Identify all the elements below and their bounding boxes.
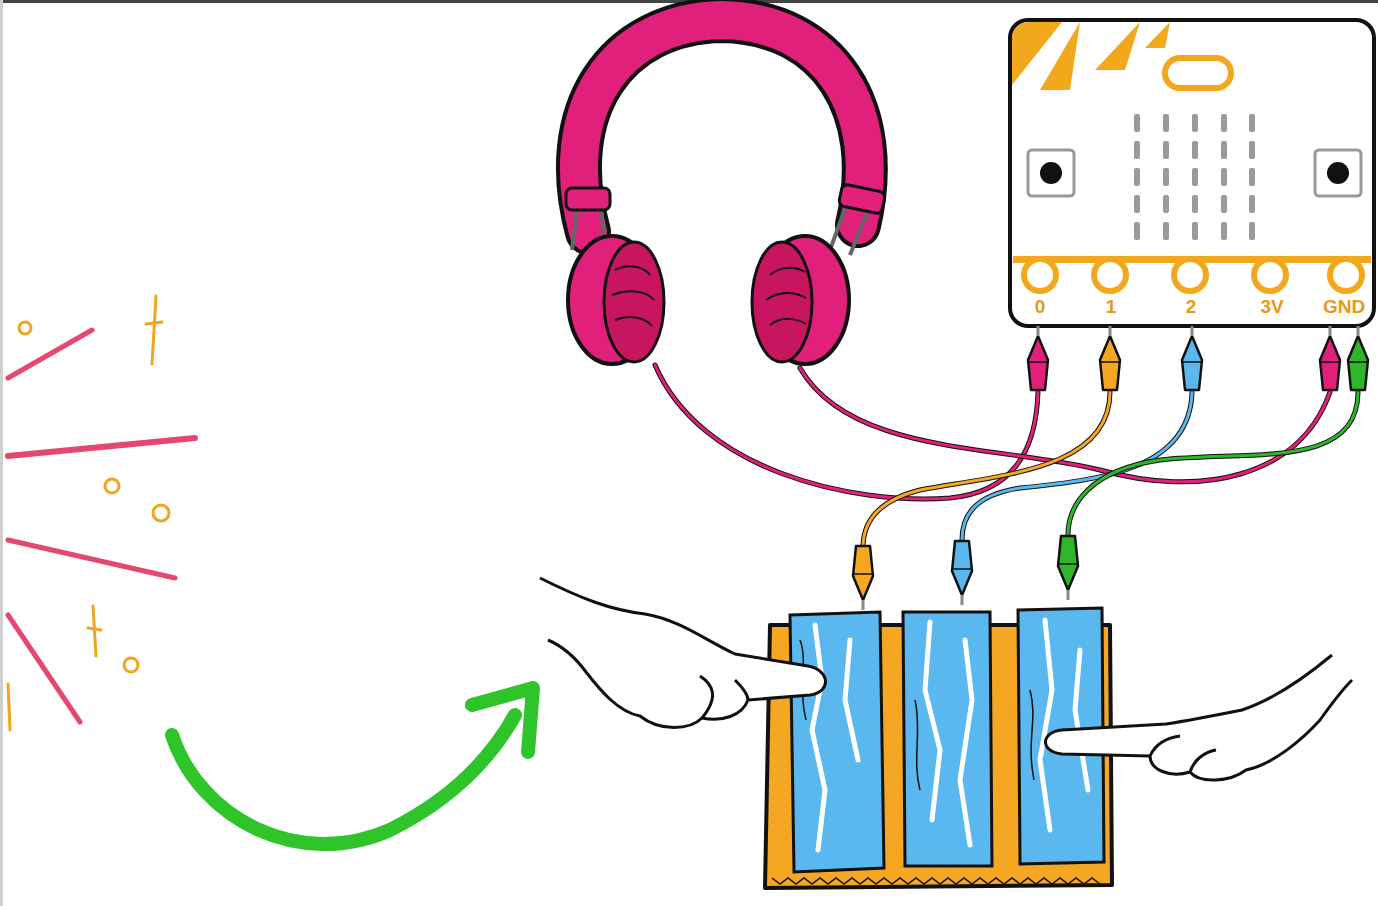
led [1134, 114, 1140, 132]
pin-label: GND [1323, 297, 1365, 316]
led [1221, 168, 1227, 186]
led-grid [1134, 114, 1255, 240]
led [1221, 222, 1227, 240]
curved-arrow [172, 688, 533, 844]
led [1249, 222, 1255, 240]
led [1221, 195, 1227, 213]
headphones [566, 20, 886, 364]
led [1192, 222, 1198, 240]
led [1163, 114, 1169, 132]
led [1134, 168, 1140, 186]
pin-label: 1 [1106, 297, 1117, 316]
led [1249, 195, 1255, 213]
led [1163, 195, 1169, 213]
wire [863, 392, 1358, 545]
led [1134, 222, 1140, 240]
led [1163, 141, 1169, 159]
crocodile-clip [853, 536, 1078, 610]
led [1163, 168, 1169, 186]
pin-label: 3V [1260, 297, 1283, 316]
led [1249, 114, 1255, 132]
led [1221, 114, 1227, 132]
burst [8, 296, 195, 730]
led [1192, 114, 1198, 132]
led [1163, 222, 1169, 240]
microbit-board [1010, 20, 1374, 326]
led [1249, 141, 1255, 159]
led [1192, 195, 1198, 213]
led [1134, 141, 1140, 159]
led [1192, 141, 1198, 159]
pin-label: 0 [1035, 297, 1046, 316]
led [1221, 141, 1227, 159]
hand [540, 578, 1352, 780]
led [1249, 168, 1255, 186]
crocodile-clip [1028, 326, 1368, 390]
pin-label: 2 [1186, 297, 1197, 316]
led [1192, 168, 1198, 186]
led [1134, 195, 1140, 213]
frame-edge [0, 0, 3, 906]
